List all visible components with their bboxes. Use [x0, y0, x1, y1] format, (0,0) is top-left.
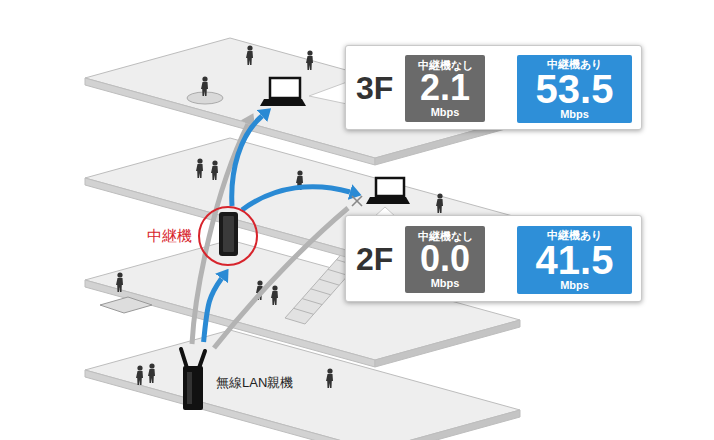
status-caption: 中継機あり [547, 229, 602, 241]
router-device [181, 349, 187, 368]
connector-arrow [204, 278, 222, 342]
people-figure [116, 272, 123, 292]
people-figure [246, 45, 253, 65]
staircase [302, 299, 322, 305]
laptop-icon [260, 78, 306, 106]
unit-label: Mbps [560, 108, 589, 120]
router-device [181, 349, 205, 410]
floor-slab [375, 118, 520, 165]
people-figure [211, 160, 218, 180]
people-figure [271, 285, 278, 305]
speed-value: 2.1 [420, 71, 470, 105]
people-figure [326, 368, 333, 388]
callout-panel: 2F中継機なし0.0Mbps中継機あり41.5Mbps [345, 215, 642, 302]
router-device [199, 351, 205, 368]
signal-arrow [214, 208, 348, 348]
router-device [183, 366, 203, 410]
floor-label: 3F [356, 72, 393, 104]
callout-pointer [309, 82, 396, 217]
device-label: 無線LAN親機 [216, 375, 302, 391]
repeater-device [219, 212, 238, 256]
signal-arrow [192, 116, 350, 348]
unit-label: Mbps [431, 277, 460, 289]
staircase [285, 250, 365, 324]
laptop-icon [376, 178, 404, 196]
floor-slab [85, 240, 520, 367]
callout-pointer [374, 207, 396, 217]
laptop-icon [260, 99, 306, 106]
floor-slab [85, 138, 520, 265]
speed-value: 53.5 [536, 70, 614, 108]
no-signal-mark [352, 196, 362, 206]
status-caption: 中継機なし [418, 59, 473, 71]
no-signal-mark [352, 196, 362, 206]
table-figure [100, 297, 152, 313]
speed-box: 中継機なし2.1Mbps [405, 55, 485, 122]
speed-box: 中継機なし0.0Mbps [405, 226, 485, 293]
staircase [285, 250, 365, 324]
floor-label: 2F [356, 243, 393, 275]
repeater-device [219, 212, 238, 256]
staircase [336, 260, 356, 266]
people-figure [136, 365, 143, 385]
floor-slab [375, 320, 520, 367]
connector-group [204, 89, 501, 342]
unit-label: Mbps [431, 106, 460, 118]
signal-arrow [232, 116, 262, 206]
people-figure [306, 50, 313, 70]
laptop-icon [366, 178, 410, 204]
signal-arrow [242, 187, 350, 210]
laptop-icon [270, 78, 300, 98]
status-caption: 中継機なし [418, 230, 473, 242]
router-node: 無線LAN親機 [180, 345, 302, 411]
floor-slab [85, 78, 375, 165]
speed-value: 41.5 [536, 241, 614, 279]
repeater-device [223, 216, 234, 252]
staircase [294, 308, 314, 314]
unit-label: Mbps [560, 279, 589, 291]
floor-slab [375, 218, 520, 265]
people-figure [196, 158, 203, 178]
connector-arrow [489, 84, 501, 93]
staircase [319, 279, 339, 285]
callout-pointer [309, 82, 347, 104]
staircase [311, 289, 331, 295]
speed-value: 0.0 [420, 242, 470, 276]
floor-slab [375, 410, 520, 440]
device-label: 中継機 [147, 227, 192, 245]
status-caption: 中継機あり [547, 58, 602, 70]
people-figure [148, 363, 155, 383]
people-figure [136, 363, 333, 388]
repeater-circle: 中継機 [198, 206, 258, 266]
staircase [328, 269, 348, 275]
table-figure [100, 297, 152, 313]
speed-box: 中継機あり53.5Mbps [517, 55, 632, 123]
speed-box: 中継機あり41.5Mbps [517, 226, 632, 294]
floor-slab [85, 38, 520, 165]
people-figure [201, 76, 208, 96]
people-figure [436, 193, 443, 213]
callout-panel: 3F中継機なし2.1Mbps中継機あり53.5Mbps [345, 45, 642, 130]
laptop-icon [366, 197, 410, 204]
router-device [187, 372, 192, 404]
no-signal-mark [352, 196, 362, 206]
connector-arrow [489, 255, 501, 264]
